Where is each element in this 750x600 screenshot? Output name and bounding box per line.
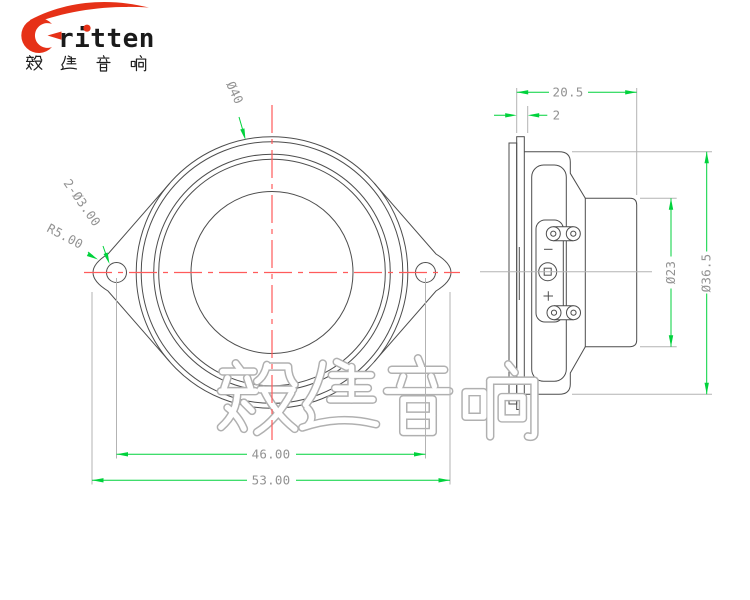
dim-hole-spacing: 46.00 [252, 447, 291, 462]
terminal-block [535, 219, 564, 323]
dim-depth: 20.5 [553, 85, 584, 100]
dim-flange-thickness: 2 [553, 108, 561, 123]
logo: ritten [21, 2, 155, 72]
dim-fillet-radius: R5.00 [45, 220, 86, 251]
terminal-lug-bottom [546, 305, 581, 321]
logo-swoosh [30, 2, 149, 24]
dim-mounting-holes: 2-Ø3.00 [61, 176, 104, 229]
terminal-plus-symbol [543, 291, 553, 301]
dim-overall-width: 53.00 [252, 473, 291, 488]
logo-e-bar [47, 31, 62, 40]
dim-frame-diameter: Ø36.5 [699, 254, 714, 293]
terminal-lug-top [545, 226, 581, 242]
logo-e-crescent [21, 18, 52, 53]
magnet [584, 197, 638, 348]
dim-magnet-diameter: Ø23 [663, 261, 678, 284]
dim-outer-diameter: Ø40 [223, 79, 246, 106]
logo-chinese [25, 55, 147, 72]
logo-i-dot [83, 24, 91, 32]
logo-brand: ritten [58, 24, 155, 54]
watermark [221, 358, 535, 437]
dimensions-side: 20.5 2 Ø23 Ø36.5 [494, 85, 714, 395]
frame-inner [531, 164, 567, 382]
flange-edge [516, 136, 525, 410]
side-view [508, 136, 638, 410]
centerlines [84, 105, 652, 440]
